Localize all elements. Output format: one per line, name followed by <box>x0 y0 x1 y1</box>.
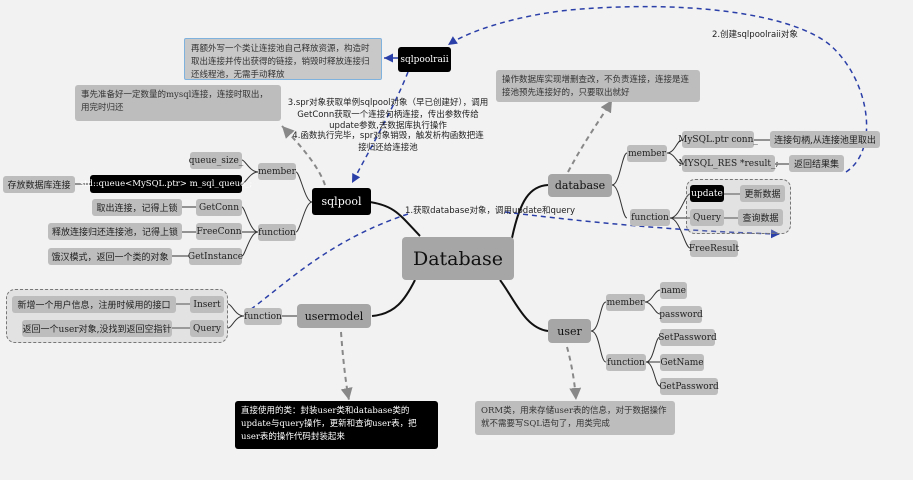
note-link-pool <box>281 125 326 186</box>
database-member[interactable]: member <box>627 145 667 162</box>
sqlpool-queue-size[interactable]: queue_size_ <box>189 152 243 169</box>
sqlpoolraii-node[interactable]: sqlpoolraii <box>398 47 451 72</box>
sqlpool-function[interactable]: function <box>258 224 296 241</box>
database-update[interactable]: update <box>690 185 724 202</box>
note-sqlpoolraii: 再额外写一个类让连接池自己释放资源，构造时取出连接并传出获得的链接，销毁时释放连… <box>184 38 382 80</box>
note-database: 操作数据库实现增删查改，不负责连接，连接是连接池预先连接好的，只要取出就好 <box>496 70 700 102</box>
usermodel-query[interactable]: Query <box>190 320 224 337</box>
user-function[interactable]: function <box>606 354 646 371</box>
note-link-usermodel <box>340 331 353 401</box>
arrow-step2 <box>447 5 868 173</box>
user-member[interactable]: member <box>606 294 645 311</box>
sqlpool-member[interactable]: member <box>258 163 296 180</box>
user-getpassword[interactable]: GetPassword <box>659 378 719 395</box>
usermodel-insert[interactable]: Insert <box>190 296 224 313</box>
database-result[interactable]: MYSQL_RES *result_; <box>678 155 779 172</box>
note-usermodel: 直接使用的类：封装user类和database类的update与query操作，… <box>235 401 438 449</box>
annotation-step1: 1.获取database对象，调用update和query <box>405 206 576 216</box>
central-topic-database[interactable]: Database <box>402 237 514 280</box>
database-node[interactable]: database <box>548 174 612 197</box>
database-query-desc[interactable]: 查询数据 <box>738 209 783 226</box>
user-password[interactable]: password <box>659 306 703 323</box>
user-name[interactable]: name <box>660 282 687 299</box>
branch-usermodel <box>371 279 416 317</box>
usermodel-query-desc[interactable]: 返回一个user对象,没找到返回空指针 <box>22 320 172 337</box>
database-function[interactable]: function <box>630 209 670 226</box>
sqlpool-queue[interactable]: std::queue<MySQL.ptr> m_sql_queue_; <box>80 175 252 193</box>
annotation-step2: 2.创建sqlpoolraii对象 <box>712 30 798 40</box>
user-setpassword[interactable]: SetPassword <box>658 329 717 346</box>
branch-database <box>511 184 549 239</box>
sqlpool-freeconn-desc[interactable]: 释放连接归还连接池，记得上锁 <box>48 223 182 240</box>
sqlpool-getinstance[interactable]: GetInstance <box>188 248 243 265</box>
database-conn-desc[interactable]: 连接句柄,从连接池里取出 <box>770 131 880 148</box>
note-user: ORM类，用来存储user表的信息，对于数据操作就不需要写SQL语句了，用类完成 <box>475 401 675 435</box>
usermodel-function[interactable]: function <box>244 308 282 325</box>
usermodel-node[interactable]: usermodel <box>297 304 371 328</box>
annotation-step3: 3.spr对象获取单例sqlpool对象（早已创建好），调用GetConn获取一… <box>287 98 489 131</box>
arrow-step3 <box>351 71 409 184</box>
note-link-user <box>566 346 582 401</box>
database-update-desc[interactable]: 更新数据 <box>740 185 785 202</box>
sqlpool-queue-desc[interactable]: 存放数据库连接 <box>3 176 75 193</box>
database-query[interactable]: Query <box>690 209 724 226</box>
annotation-step4: 4.函数执行完毕，spr对象销毁，触发析构函数把连接归还给连接池 <box>292 131 484 153</box>
database-freeresult[interactable]: FreeResult <box>689 240 739 257</box>
note-pool-prepare: 事先准备好一定数量的mysql连接，连接时取出，用完时归还 <box>75 85 281 121</box>
arrow-step1-database <box>504 211 781 239</box>
sqlpool-getconn[interactable]: GetConn <box>196 199 242 216</box>
database-result-desc[interactable]: 返回结果集 <box>789 155 844 172</box>
sqlpool-getinstance-desc[interactable]: 饿汉模式，返回一个类的对象 <box>48 248 172 265</box>
database-conn[interactable]: MySQL.ptr conn_ <box>678 131 758 148</box>
note-link-database <box>567 99 613 173</box>
branch-sqlpool <box>369 201 421 237</box>
usermodel-insert-desc[interactable]: 新增一个用户信息，注册时候用的接口 <box>12 296 176 313</box>
arrow-step1-usermodel <box>249 213 409 311</box>
sqlpool-freeconn[interactable]: FreeConn <box>196 223 242 240</box>
user-node[interactable]: user <box>548 319 591 343</box>
user-getname[interactable]: GetName <box>660 354 704 371</box>
branch-user <box>499 279 549 332</box>
sqlpool-node[interactable]: sqlpool <box>312 188 371 215</box>
sqlpool-getconn-desc[interactable]: 取出连接，记得上锁 <box>92 199 182 216</box>
